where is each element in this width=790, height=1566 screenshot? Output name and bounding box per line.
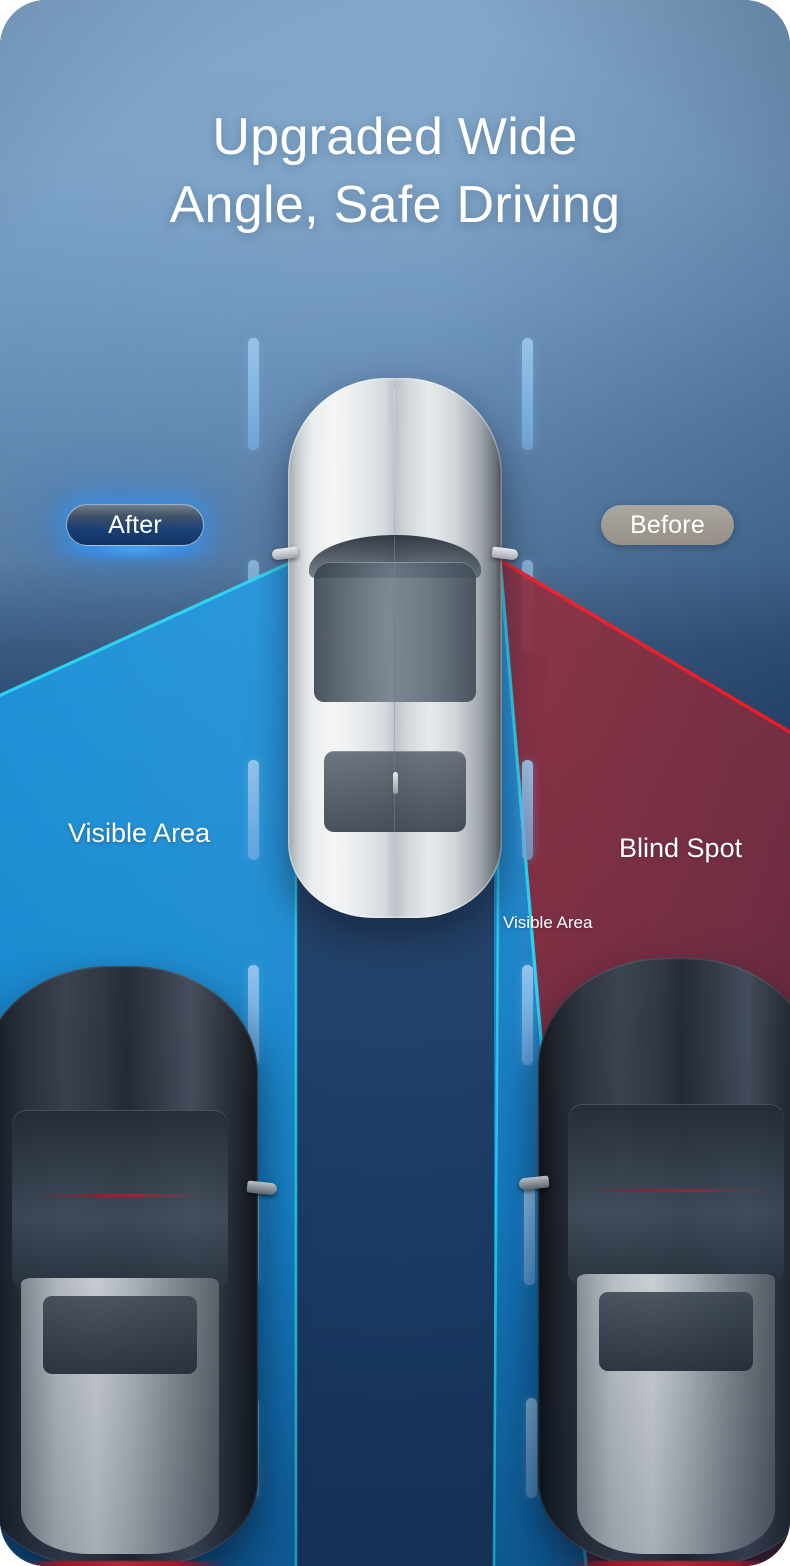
right-neighbor-car-sunroof [598,1292,754,1372]
lane-dash [522,965,533,1065]
hero-car-roof-glass [313,561,477,702]
page-title-line-1: Upgraded Wide [212,108,577,166]
lane-dash [522,338,533,450]
visible-area-label-right: Visible Area [503,913,592,933]
lane-dash [248,760,259,860]
after-badge: After [66,504,204,546]
right-neighbor-car-glass [568,1103,784,1287]
page-title: Upgraded Wide Angle, Safe Driving [0,104,790,239]
lane-dash [526,1398,537,1498]
hero-car [271,378,519,918]
before-badge: Before [601,505,734,545]
left-neighbor-car [0,966,278,1566]
blind-spot-label: Blind Spot [619,833,742,864]
page-title-line-2: Angle, Safe Driving [0,172,790,240]
visible-area-label-left: Visible Area [68,818,210,849]
lane-dash [248,338,259,450]
left-neighbor-car-glass [12,1110,228,1290]
left-neighbor-car-trim [31,1194,209,1197]
right-neighbor-car-trim [587,1189,765,1193]
lane-dash [248,965,259,1065]
left-neighbor-car-sunroof [42,1296,198,1374]
lane-dash [522,760,533,860]
hero-car-centre-line [394,388,396,908]
lane-dash [524,1185,535,1285]
right-neighbor-car-taillight [571,1561,781,1566]
left-neighbor-car-taillight [15,1561,225,1566]
hero-car-antenna [392,772,398,795]
right-neighbor-car [518,958,790,1566]
